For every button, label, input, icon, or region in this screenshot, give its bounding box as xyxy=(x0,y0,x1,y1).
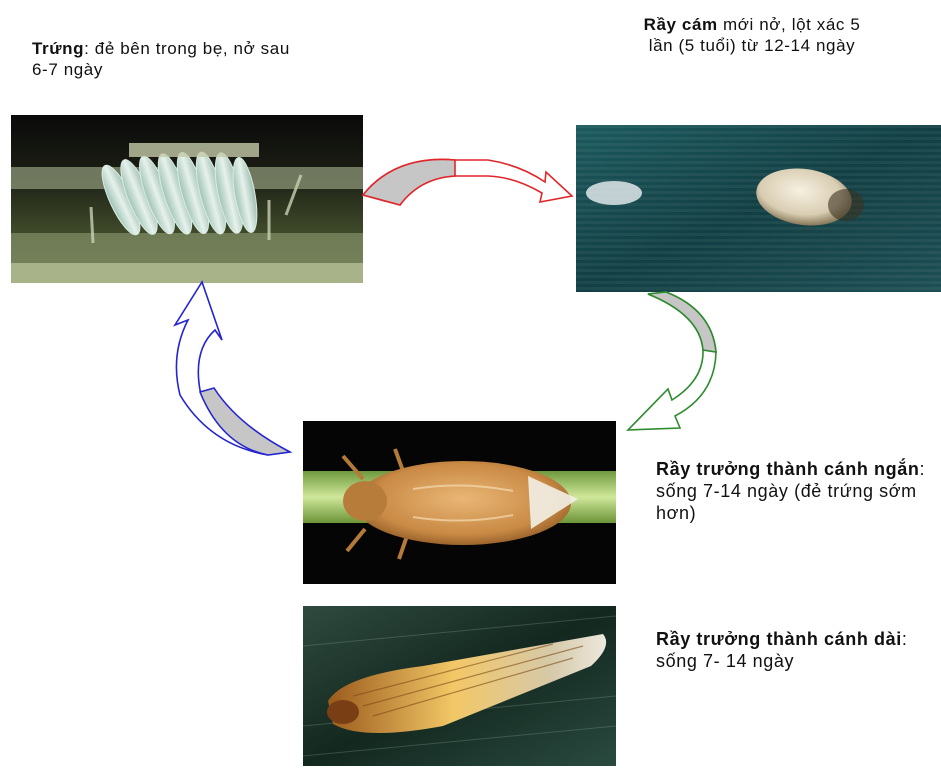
red-arrow-icon xyxy=(363,159,572,205)
green-arrow-icon xyxy=(628,292,716,430)
blue-arrow-icon xyxy=(175,282,290,455)
